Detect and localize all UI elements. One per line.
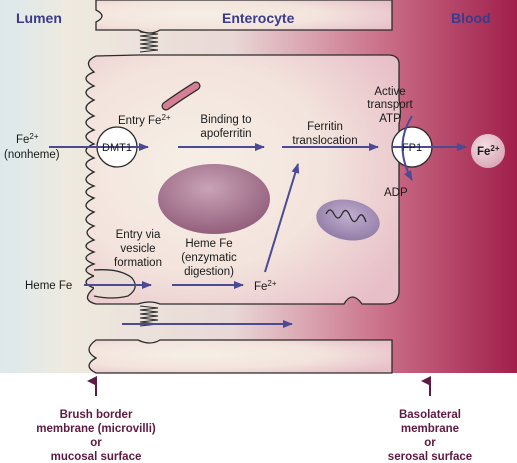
- adp-label: ADP: [384, 187, 408, 199]
- active-label-1: Active: [374, 86, 405, 98]
- region-enterocyte: Enterocyte: [222, 10, 295, 26]
- fe-out-label: Fe2+: [477, 144, 500, 159]
- mitochondrion: [316, 199, 380, 241]
- binding-label-1: Binding to: [200, 114, 251, 126]
- hemefe-step-label-3: digestion): [184, 266, 234, 278]
- brush-border-caption-2: membrane (microvilli): [36, 423, 156, 435]
- tight-junction-top: [139, 31, 159, 53]
- vesicle-label-2: vesicle: [120, 243, 155, 255]
- nucleus: [158, 164, 270, 234]
- lower-cell: [88, 339, 393, 374]
- upper-cell: [95, 0, 393, 34]
- brush-border-caption-1: Brush border: [60, 409, 133, 421]
- basolateral-caption-4: serosal surface: [388, 451, 472, 463]
- tight-junction-bottom: [139, 305, 159, 327]
- dmt1-label: DMT1: [102, 142, 132, 154]
- region-lumen: Lumen: [16, 10, 62, 26]
- fp1-label: FP1: [402, 142, 422, 154]
- brush-border-caption-3: or: [90, 437, 102, 449]
- ferritin-label-2: translocation: [292, 135, 357, 147]
- basolateral-caption-1: Basolateral: [399, 409, 461, 421]
- vesicle-label-3: formation: [114, 257, 162, 269]
- hemefe-step-label-2: (enzymatic: [181, 252, 237, 264]
- vesicle-organelle-fill: [162, 82, 200, 110]
- active-label-2: transport: [367, 99, 413, 111]
- atp-label: ATP: [379, 113, 401, 125]
- entry-fe-label: Entry Fe2+: [118, 113, 171, 128]
- ferritin-label-1: Ferritin: [307, 121, 343, 133]
- vesicle-label-1: Entry via: [116, 229, 161, 241]
- brush-border-caption-4: mucosal surface: [51, 451, 142, 463]
- arrow-atp-adp-cycle: [401, 115, 413, 181]
- fe-blood-ball: [471, 134, 505, 168]
- fe-nonheme-label: Fe2+: [16, 132, 39, 147]
- basolateral-caption-2: membrane: [401, 423, 459, 435]
- fe-nonheme-sub: (nonheme): [4, 149, 60, 161]
- heme-fe-input: Heme Fe: [25, 280, 72, 292]
- heme-vesicle: [93, 269, 136, 299]
- arrow-fe-to-ferritin: [264, 163, 300, 273]
- binding-label-2: apoferritin: [200, 128, 251, 140]
- region-blood: Blood: [451, 10, 491, 26]
- hemefe-step-label-1: Heme Fe: [185, 238, 232, 250]
- mitochondrion-cristae: [325, 209, 367, 223]
- fe-mid-label: Fe2+: [254, 279, 277, 294]
- basolateral-caption-3: or: [424, 437, 436, 449]
